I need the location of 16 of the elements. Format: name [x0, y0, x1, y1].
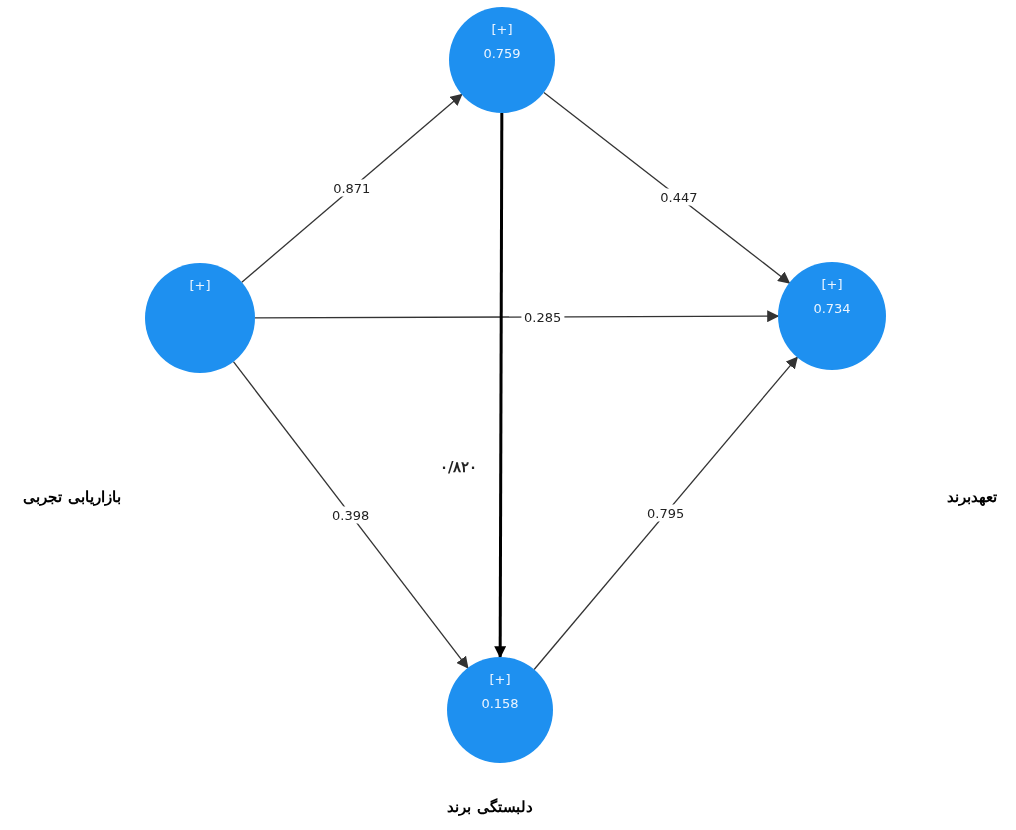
arrow [254, 310, 780, 323]
construct-name: تعهدبرند [947, 488, 997, 506]
arrow [533, 356, 798, 671]
r-squared-value: 0.759 [483, 45, 521, 63]
expand-marker: [+] [491, 21, 513, 39]
arrow [241, 93, 463, 283]
arrow [232, 361, 469, 669]
expand-marker: [+] [821, 276, 843, 294]
r-squared-value: 0.158 [481, 695, 519, 713]
arrow [494, 113, 507, 659]
expand-marker: [+] [189, 277, 211, 295]
construct-name: دلبستگی برند [447, 798, 533, 816]
expand-marker: [+] [489, 671, 511, 689]
construct-name: بازاریابی تجربی [23, 488, 121, 506]
r-squared-value: 0.734 [813, 300, 851, 318]
arrow [543, 91, 791, 284]
